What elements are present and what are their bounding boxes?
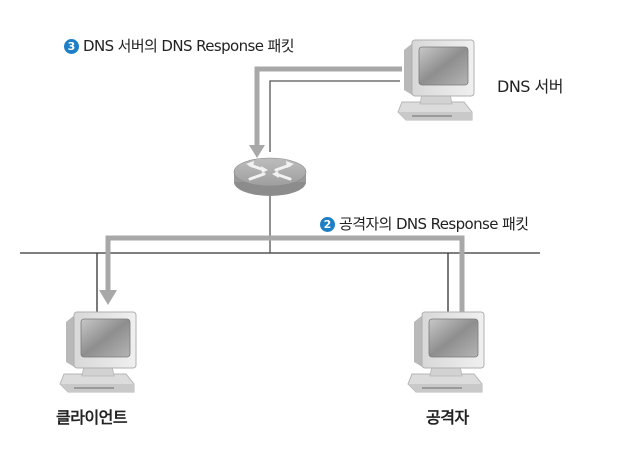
client-label: 클라이언트	[56, 408, 128, 427]
client-computer-icon	[59, 311, 137, 393]
attacker-label: 공격자	[426, 408, 469, 427]
step-number-badge: 2	[320, 217, 335, 232]
dns-server-computer-icon	[397, 39, 475, 121]
router-icon	[233, 157, 307, 196]
dns-response-arrowhead	[249, 145, 265, 158]
step-number-badge: 3	[64, 39, 79, 54]
annotation-step2: 2 공격자의 DNS Response 패킷	[320, 213, 529, 234]
packet-flows	[99, 66, 465, 318]
attacker-computer-icon	[407, 311, 485, 393]
annotation-text: 공격자의 DNS Response 패킷	[339, 215, 529, 233]
dns-server-router-wire	[269, 80, 400, 152]
annotation-step3: 3 DNS 서버의 DNS Response 패킷	[64, 35, 295, 56]
attacker-response-arrowhead	[99, 290, 117, 305]
annotation-text: DNS 서버의 DNS Response 패킷	[83, 37, 295, 55]
dns-server-label: DNS 서버	[497, 77, 563, 96]
dns-response-path	[254, 66, 402, 146]
attacker-response-path	[105, 235, 465, 318]
